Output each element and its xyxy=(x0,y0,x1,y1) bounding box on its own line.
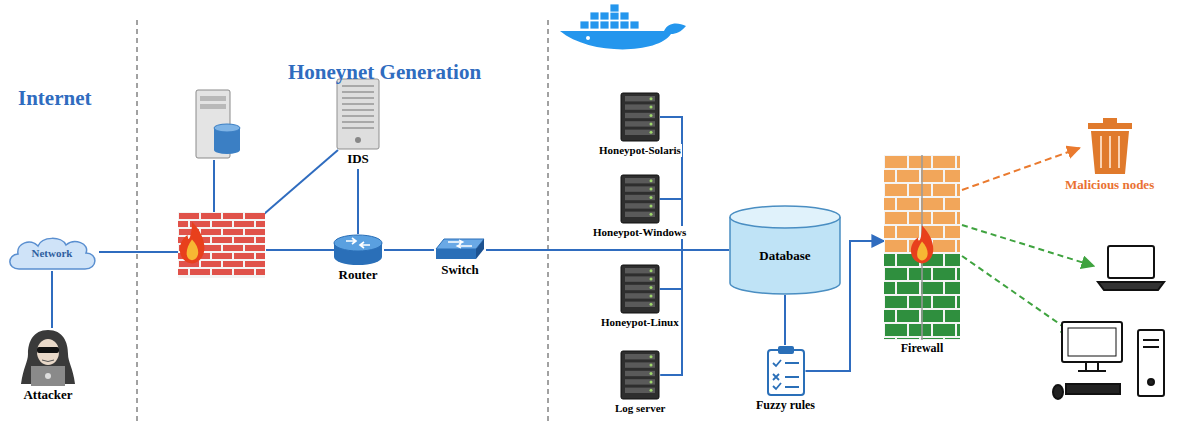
divider-line xyxy=(548,20,549,422)
connector xyxy=(357,169,359,234)
db-node: Database xyxy=(729,205,841,295)
node-label: Database xyxy=(758,249,811,264)
server-icon xyxy=(196,90,240,158)
section-title: Honeynet Generation xyxy=(288,60,481,85)
connector xyxy=(784,295,786,345)
node-label: Switch xyxy=(440,263,480,278)
rack-icon xyxy=(620,350,660,400)
docker-logo xyxy=(560,4,686,49)
connector xyxy=(660,250,729,289)
router-shape xyxy=(332,234,384,266)
node-label: Honeypot-Linux xyxy=(600,316,680,329)
router-node: Router xyxy=(332,234,384,283)
cloud-node: Network xyxy=(5,235,99,271)
node-label: Honeypot-Solaris xyxy=(598,144,682,157)
connector xyxy=(51,271,53,328)
divider-line xyxy=(137,20,138,422)
switch-shape xyxy=(434,237,486,261)
clip-shape xyxy=(766,345,806,397)
allow-arrow xyxy=(962,225,1094,334)
section-title: Internet xyxy=(18,86,91,111)
node-label: Log server xyxy=(614,402,666,415)
rack-node: Honeypot-Solaris xyxy=(598,92,682,157)
trash-icon xyxy=(1086,118,1134,176)
cloud-icon: Network xyxy=(5,235,99,271)
rack-shape xyxy=(620,92,660,142)
trash-node: Malicious nodes xyxy=(1064,118,1155,193)
ids-shape xyxy=(336,78,380,150)
node-label: Network xyxy=(31,247,74,260)
rack-node: Honeypot-Linux xyxy=(600,264,680,329)
switch-icon xyxy=(434,237,486,261)
connector xyxy=(962,148,1080,190)
switch-node: Switch xyxy=(434,237,486,278)
node-label: Malicious nodes xyxy=(1064,178,1155,193)
router-icon xyxy=(332,234,384,266)
firewall-icon xyxy=(178,212,265,278)
clip-icon xyxy=(766,345,806,397)
connector xyxy=(660,250,729,375)
rack-icon xyxy=(620,174,660,224)
node-label: Attacker xyxy=(22,388,73,403)
trash-shape xyxy=(1086,118,1134,176)
wall-shape xyxy=(884,155,960,340)
laptop-icon xyxy=(1098,246,1164,290)
node-label: Honeypot-Windows xyxy=(592,226,687,239)
rack-shape xyxy=(620,264,660,314)
rack-shape xyxy=(620,174,660,224)
rack-node: Log server xyxy=(614,350,666,415)
rack-icon xyxy=(620,92,660,142)
node-label: Fuzzy rules xyxy=(755,399,816,413)
ids-icon xyxy=(336,78,380,150)
wall-node: Firewall xyxy=(884,155,960,356)
rack-shape xyxy=(620,350,660,400)
connector xyxy=(384,249,434,251)
wall-icon xyxy=(884,155,960,340)
attacker-node: Attacker xyxy=(19,328,77,403)
node-label: Firewall xyxy=(900,342,944,356)
clip-node: Fuzzy rules xyxy=(755,345,816,413)
attacker-shape xyxy=(19,328,77,386)
db-icon: Database xyxy=(729,205,841,295)
connector xyxy=(660,199,729,250)
rack-node: Honeypot-Windows xyxy=(592,174,687,239)
node-label: IDS xyxy=(346,152,370,167)
rack-icon xyxy=(620,264,660,314)
desktop-icon xyxy=(1053,322,1164,399)
ids-node: IDS xyxy=(336,78,380,167)
node-label: Router xyxy=(338,268,379,283)
attacker-icon xyxy=(19,328,77,386)
